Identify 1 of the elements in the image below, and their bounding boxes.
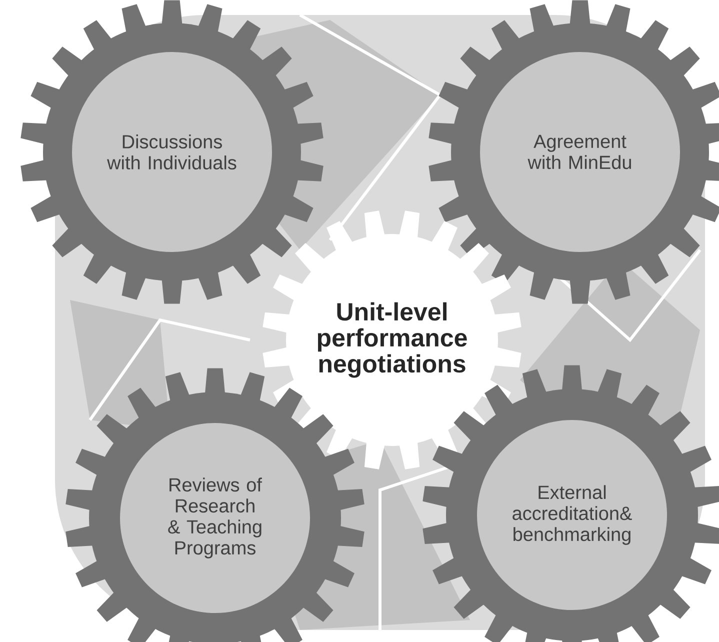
gear: Discussions with Individuals <box>20 0 324 304</box>
